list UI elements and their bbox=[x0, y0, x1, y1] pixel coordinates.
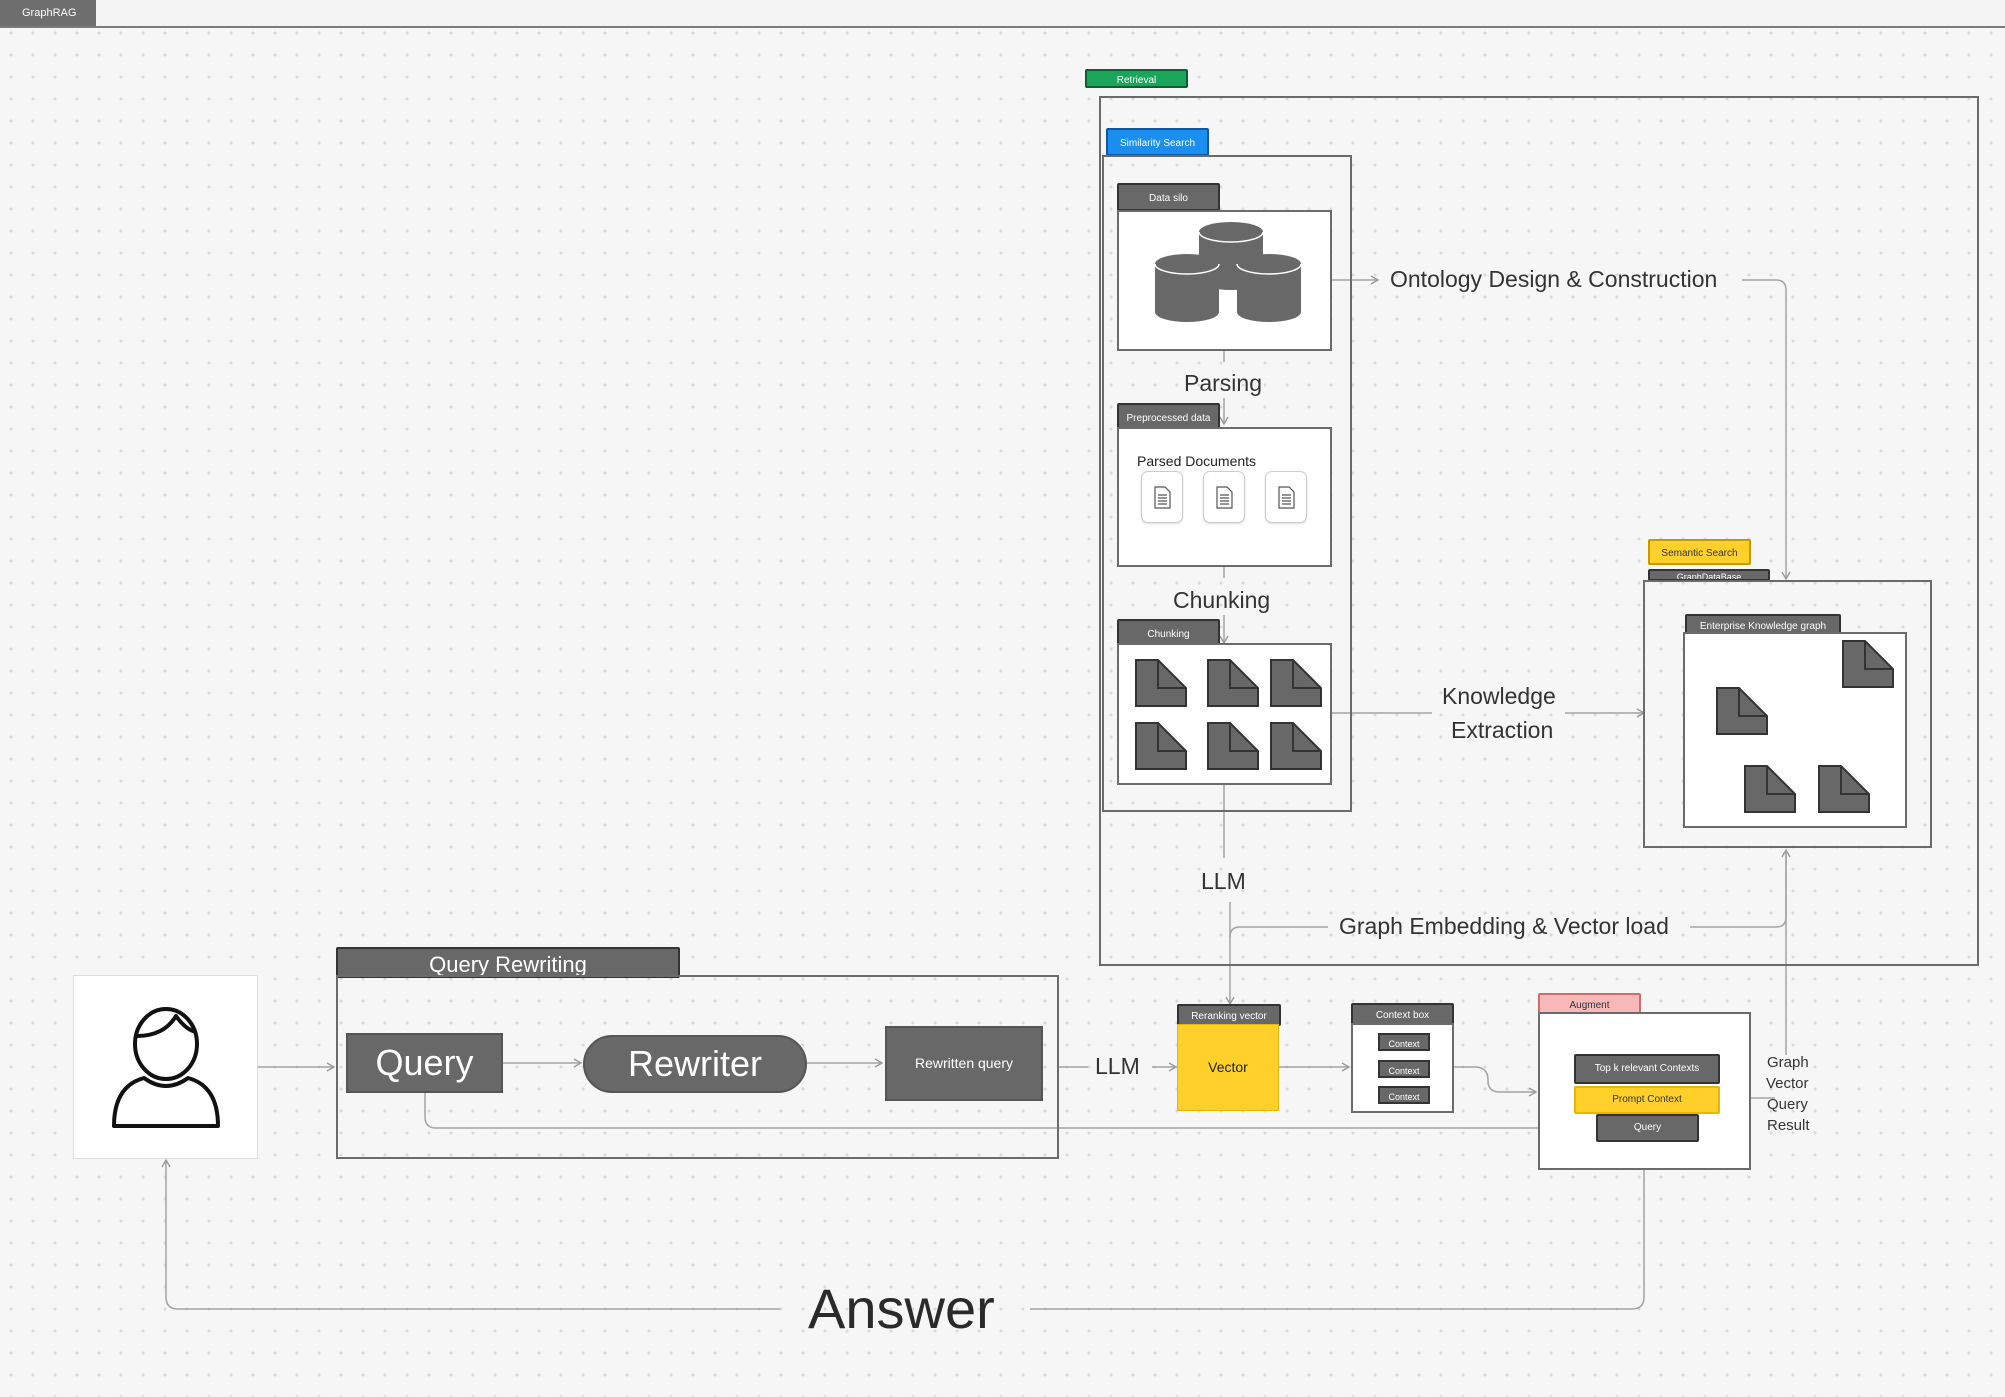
parsing-label: Parsing bbox=[1184, 370, 1262, 396]
chunk-icon bbox=[1135, 722, 1187, 770]
wire-embedding-left bbox=[1229, 926, 1328, 938]
augment-box: Top k relevant Contexts Prompt Context Q… bbox=[1538, 1012, 1751, 1170]
chunking-label: Chunking bbox=[1173, 587, 1271, 613]
graph-database-frame bbox=[1643, 580, 1932, 848]
database-icon bbox=[1154, 222, 1302, 322]
context-item[interactable]: Context bbox=[1378, 1033, 1430, 1051]
data-silo-tag: Data silo bbox=[1117, 183, 1220, 211]
parsed-documents-title: Parsed Documents bbox=[1137, 453, 1257, 469]
wire-context-augment bbox=[1453, 1066, 1538, 1097]
chunking-tag: Chunking bbox=[1117, 619, 1220, 646]
chunk-icon bbox=[1716, 687, 1768, 735]
chunk-icon bbox=[1270, 659, 1322, 707]
chunk-icon bbox=[1744, 765, 1796, 813]
data-silo-box bbox=[1117, 210, 1332, 351]
similarity-search-tag: Similarity Search bbox=[1106, 128, 1209, 156]
context-box: Context Context Context bbox=[1351, 1023, 1454, 1113]
chunk-icon bbox=[1135, 659, 1187, 707]
chunk-icon bbox=[1207, 659, 1259, 707]
graph-result-line: Result bbox=[1767, 1117, 1810, 1134]
augment-tag: Augment bbox=[1538, 993, 1641, 1014]
chunking-box bbox=[1117, 643, 1332, 785]
graph-result-line: Graph bbox=[1767, 1054, 1809, 1071]
wire-answer-user bbox=[161, 1158, 780, 1310]
rewritten-query-node[interactable]: Rewritten query bbox=[885, 1026, 1043, 1101]
context-box-tag: Context box bbox=[1351, 1003, 1454, 1025]
knowledge-graph-box bbox=[1683, 632, 1907, 828]
vector-node[interactable]: Vector bbox=[1177, 1024, 1279, 1111]
semantic-search-tag: Semantic Search bbox=[1648, 539, 1751, 565]
ontology-label: Ontology Design & Construction bbox=[1390, 266, 1718, 292]
document-icon bbox=[1265, 471, 1307, 523]
page-tab[interactable]: GraphRAG bbox=[0, 0, 96, 26]
reranking-vector-tag: Reranking vector bbox=[1177, 1004, 1281, 1026]
chunk-icon bbox=[1207, 722, 1259, 770]
query-node[interactable]: Query bbox=[346, 1033, 503, 1093]
llm-label-top: LLM bbox=[1201, 868, 1246, 894]
user-icon bbox=[112, 1007, 220, 1128]
wire-ontology-graphdb bbox=[1742, 279, 1791, 581]
retrieval-frame bbox=[1099, 96, 1979, 966]
query-rewriting-tag: Query Rewriting bbox=[336, 947, 680, 978]
wire-augment-answer bbox=[1030, 1170, 1645, 1310]
chunk-icon bbox=[1818, 765, 1870, 813]
user-card[interactable] bbox=[73, 975, 258, 1159]
graph-result-line: Vector bbox=[1766, 1075, 1809, 1092]
similarity-search-frame bbox=[1102, 155, 1352, 812]
top-k-contexts[interactable]: Top k relevant Contexts bbox=[1574, 1054, 1720, 1084]
document-icon bbox=[1141, 471, 1183, 523]
prompt-context[interactable]: Prompt Context bbox=[1574, 1086, 1720, 1114]
chunk-icon bbox=[1842, 640, 1894, 688]
graph-embedding-label: Graph Embedding & Vector load bbox=[1339, 913, 1669, 939]
context-item[interactable]: Context bbox=[1378, 1086, 1430, 1104]
knowledge-label-line1: Knowledge bbox=[1442, 683, 1556, 709]
answer-label: Answer bbox=[808, 1277, 995, 1340]
query-rewriting-frame bbox=[336, 975, 1059, 1159]
preprocessed-box: Parsed Documents bbox=[1117, 427, 1332, 567]
wire-query-augment bbox=[424, 1093, 1594, 1133]
preprocessed-tag: Preprocessed data bbox=[1117, 403, 1220, 430]
knowledge-label-line2: Extraction bbox=[1451, 717, 1554, 743]
augment-query[interactable]: Query bbox=[1596, 1114, 1699, 1142]
retrieval-tag: Retrieval bbox=[1085, 69, 1188, 88]
rewriter-node[interactable]: Rewriter bbox=[583, 1035, 807, 1093]
context-item[interactable]: Context bbox=[1378, 1060, 1430, 1078]
document-icon bbox=[1203, 471, 1245, 523]
canvas-top-bar bbox=[0, 0, 2005, 28]
graph-result-line: Query bbox=[1767, 1096, 1808, 1113]
llm-label-bottom: LLM bbox=[1095, 1053, 1140, 1079]
chunk-icon bbox=[1270, 722, 1322, 770]
